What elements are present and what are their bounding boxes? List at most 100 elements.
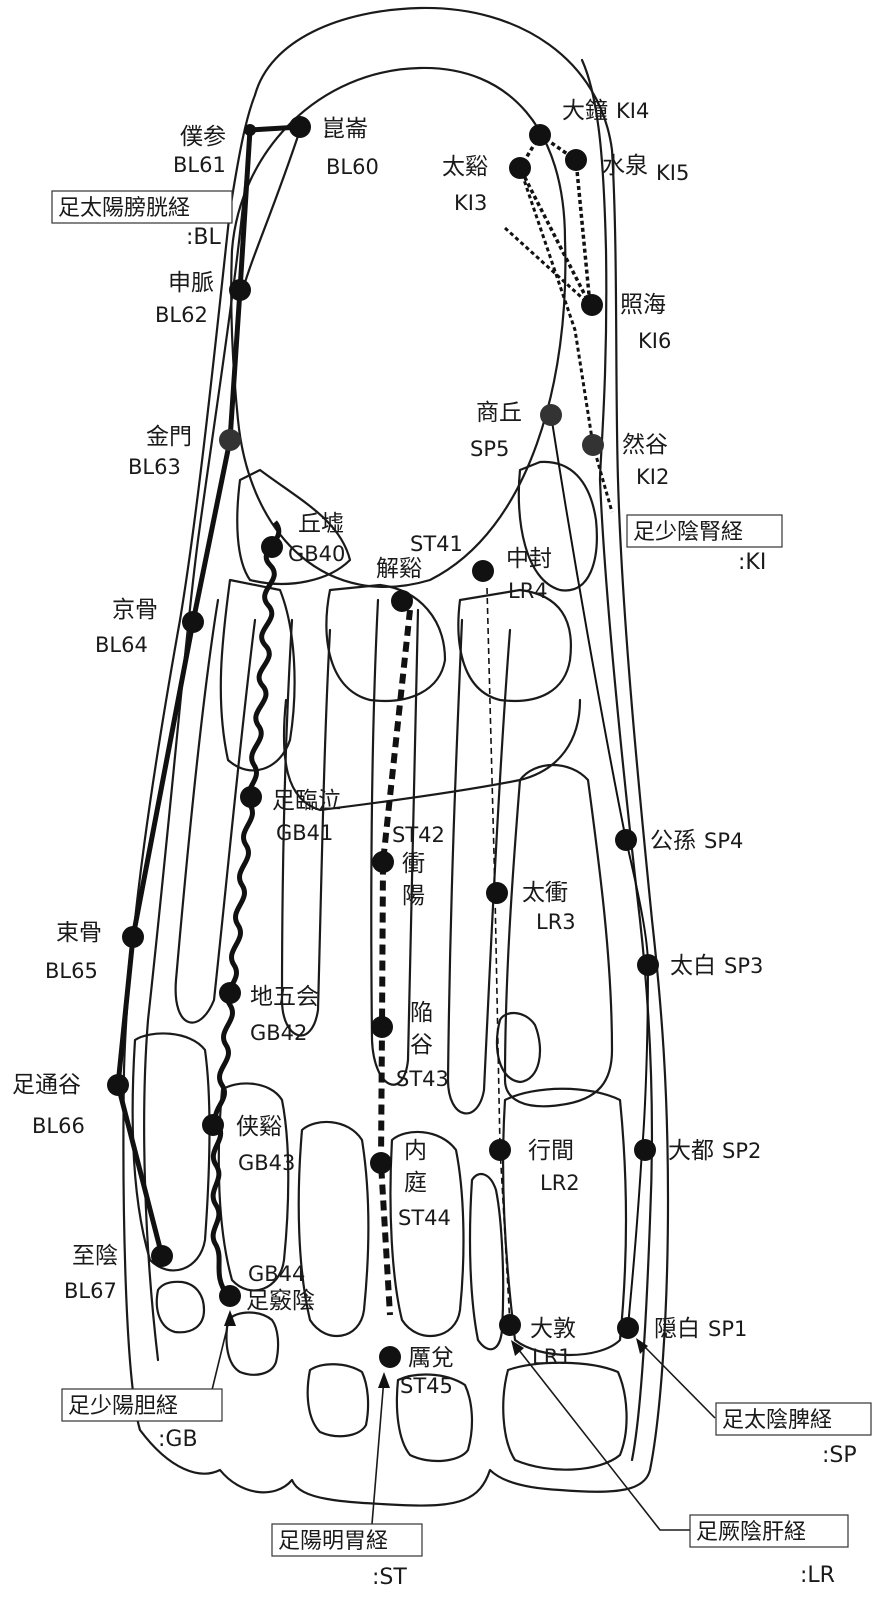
meridian-label-gb: 足少陽胆経 :GB [61,1388,223,1452]
lr-arrowhead [511,1340,524,1356]
toenail-4 [225,1311,280,1376]
bl66-point [107,1074,129,1096]
metatarsal-1 [503,763,614,1108]
sp4-point [615,829,637,851]
lr-meridian-path [486,587,511,1326]
gb40-code: GB40 [288,542,345,566]
gb-meridian-path [210,520,282,1298]
toe-2-phalanx [389,1130,465,1338]
heel-outline [230,66,567,589]
bl62-code: BL62 [155,303,208,327]
lr3-name: 太衝 [522,880,568,906]
bl64-code: BL64 [95,633,148,657]
sp5-name: 商丘 [476,400,522,426]
st44-name-1: 内 [404,1138,427,1164]
meridian-sp-name: 足太陰脾経 [722,1408,832,1433]
st45-code: ST45 [400,1374,453,1398]
gb-arrowhead [224,1310,236,1326]
st44-point [370,1152,392,1174]
gb-leader [211,1315,231,1391]
bl67-point [151,1245,173,1267]
sp1-point [617,1317,639,1339]
st-arrowhead [378,1372,390,1388]
metatarsal-5 [174,598,257,1024]
ki2-code: KI2 [636,465,669,489]
ki-meridian-path-2 [518,167,614,513]
bl64-point [182,611,204,633]
lr2-name: 行間 [528,1138,574,1164]
ki6-name: 照海 [620,292,666,318]
meridian-bl-name: 足太陽膀胱経 [58,196,190,221]
sp5-point [540,404,562,426]
lr1-point [499,1314,521,1336]
gb44-code: GB44 [248,1262,305,1286]
sesamoid [495,1012,542,1084]
meridian-ki-code: :KI [738,550,766,575]
bl61-name: 僕参 [180,124,226,150]
st41-code: ST41 [410,532,463,556]
foot-outline [122,6,670,1507]
st43-point [371,1016,393,1038]
lr1-name: 大敦 [530,1316,576,1342]
st42-point [372,851,394,873]
meridian-lr-code: :LR [800,1563,835,1588]
st42-code: ST42 [392,823,445,847]
ki6-code: KI6 [638,329,671,353]
tarsal-4 [517,460,598,592]
st41-name: 解谿 [376,556,422,582]
st44-name-2: 庭 [404,1170,427,1196]
sp3-name: 太白 [670,953,716,979]
meridian-bl-code: :BL [186,225,222,250]
leader-arrows [211,1310,716,1531]
lr4-point [472,560,494,582]
gb44-name: 足竅陰 [246,1288,315,1314]
tarsal-2 [325,583,447,702]
ki2-point [582,434,604,456]
sp2-point [634,1139,656,1161]
lr3-code: LR3 [536,910,576,934]
lr1-code: LR1 [532,1345,572,1369]
bl62-point [229,279,251,301]
toenail-5 [155,1280,206,1334]
sp2-code: SP2 [722,1139,761,1163]
st43-name-2: 谷 [410,1032,433,1058]
lr3-point [486,882,508,904]
meridian-label-ki: 足少陰腎経 :KI [626,514,783,575]
bl65-name: 束骨 [56,920,102,946]
sp1-name: 隠白 [654,1316,700,1342]
bl63-point [219,429,241,451]
gb41-name: 足臨泣 [272,788,341,814]
bl62-name: 申脈 [168,270,214,296]
ki4-code: KI4 [616,99,649,123]
meridian-label-lr: 足厥陰肝経 :LR [689,1514,849,1588]
ki3-code: KI3 [454,191,487,215]
bl60-code: BL60 [326,155,379,179]
gb40-point [261,536,283,558]
meridian-labels: 足太陽膀胱経 :BL 足少陰腎経 :KI 足少陽胆経 :GB 足陽明胃経 :ST… [51,190,872,1590]
meridian-gb-code: :GB [158,1427,198,1452]
ki5-code: KI5 [656,161,689,185]
ki2-name: 然谷 [622,432,668,458]
cuneiform-row [282,698,582,812]
meridian-label-bl: 足太陽膀胱経 :BL [51,190,233,250]
sp4-name: 公孫 [650,828,696,854]
bl66-name: 足通谷 [12,1072,81,1098]
lr4-code: LR4 [508,579,548,603]
ki3-point [509,157,531,179]
sp1-code: SP1 [708,1317,747,1341]
toenail-2 [395,1373,474,1463]
gb42-code: GB42 [250,1021,307,1045]
meridian-sp-code: :SP [822,1443,857,1468]
st43-name-1: 陥 [410,1000,433,1026]
ki-meridian-path-3 [503,226,592,307]
lr2-point [489,1139,511,1161]
st42-name-2: 陽 [402,883,425,909]
toe-5-phalanx [131,1032,211,1272]
bl67-name: 至陰 [72,1243,118,1269]
meridian-gb-name: 足少陽胆経 [68,1394,178,1419]
sp4-code: SP4 [704,829,743,853]
meridian-label-sp: 足太陰脾経 :SP [715,1402,872,1468]
bl63-code: BL63 [128,455,181,479]
ki5-point [565,149,587,171]
meridian-st-code: :ST [372,1565,407,1590]
